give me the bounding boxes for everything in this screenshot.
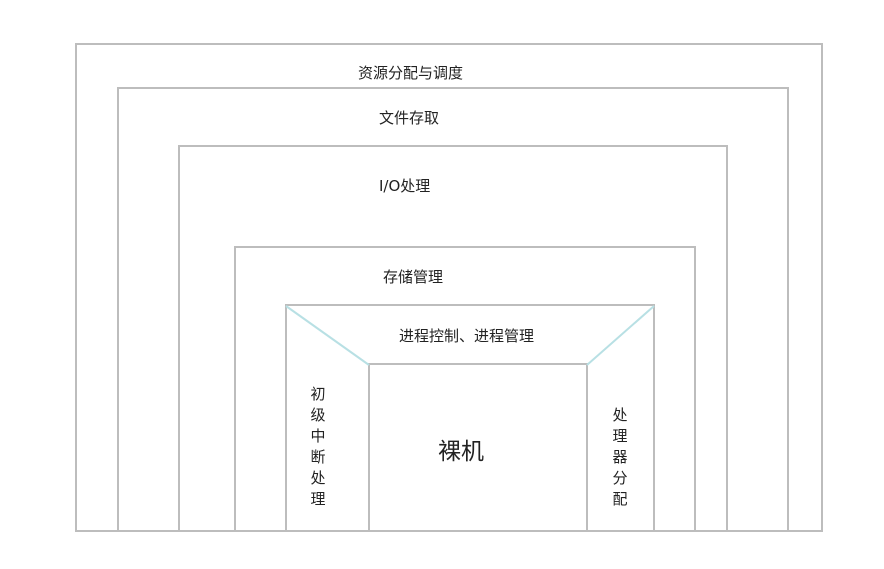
label-processor: 处理器分配 <box>612 406 628 508</box>
core-bare-machine <box>368 363 588 532</box>
label-resource-allocation: 资源分配与调度 <box>358 64 464 82</box>
diagonal-right <box>586 305 655 366</box>
label-interrupt: 初级中断处理 <box>310 385 326 508</box>
label-process: 进程控制、进程管理 <box>399 327 535 345</box>
label-core: 裸机 <box>438 439 484 465</box>
diagonal-left <box>285 305 370 366</box>
label-file-access: 文件存取 <box>379 109 440 127</box>
label-storage: 存储管理 <box>383 268 444 286</box>
label-io: I/O处理 <box>379 177 431 195</box>
